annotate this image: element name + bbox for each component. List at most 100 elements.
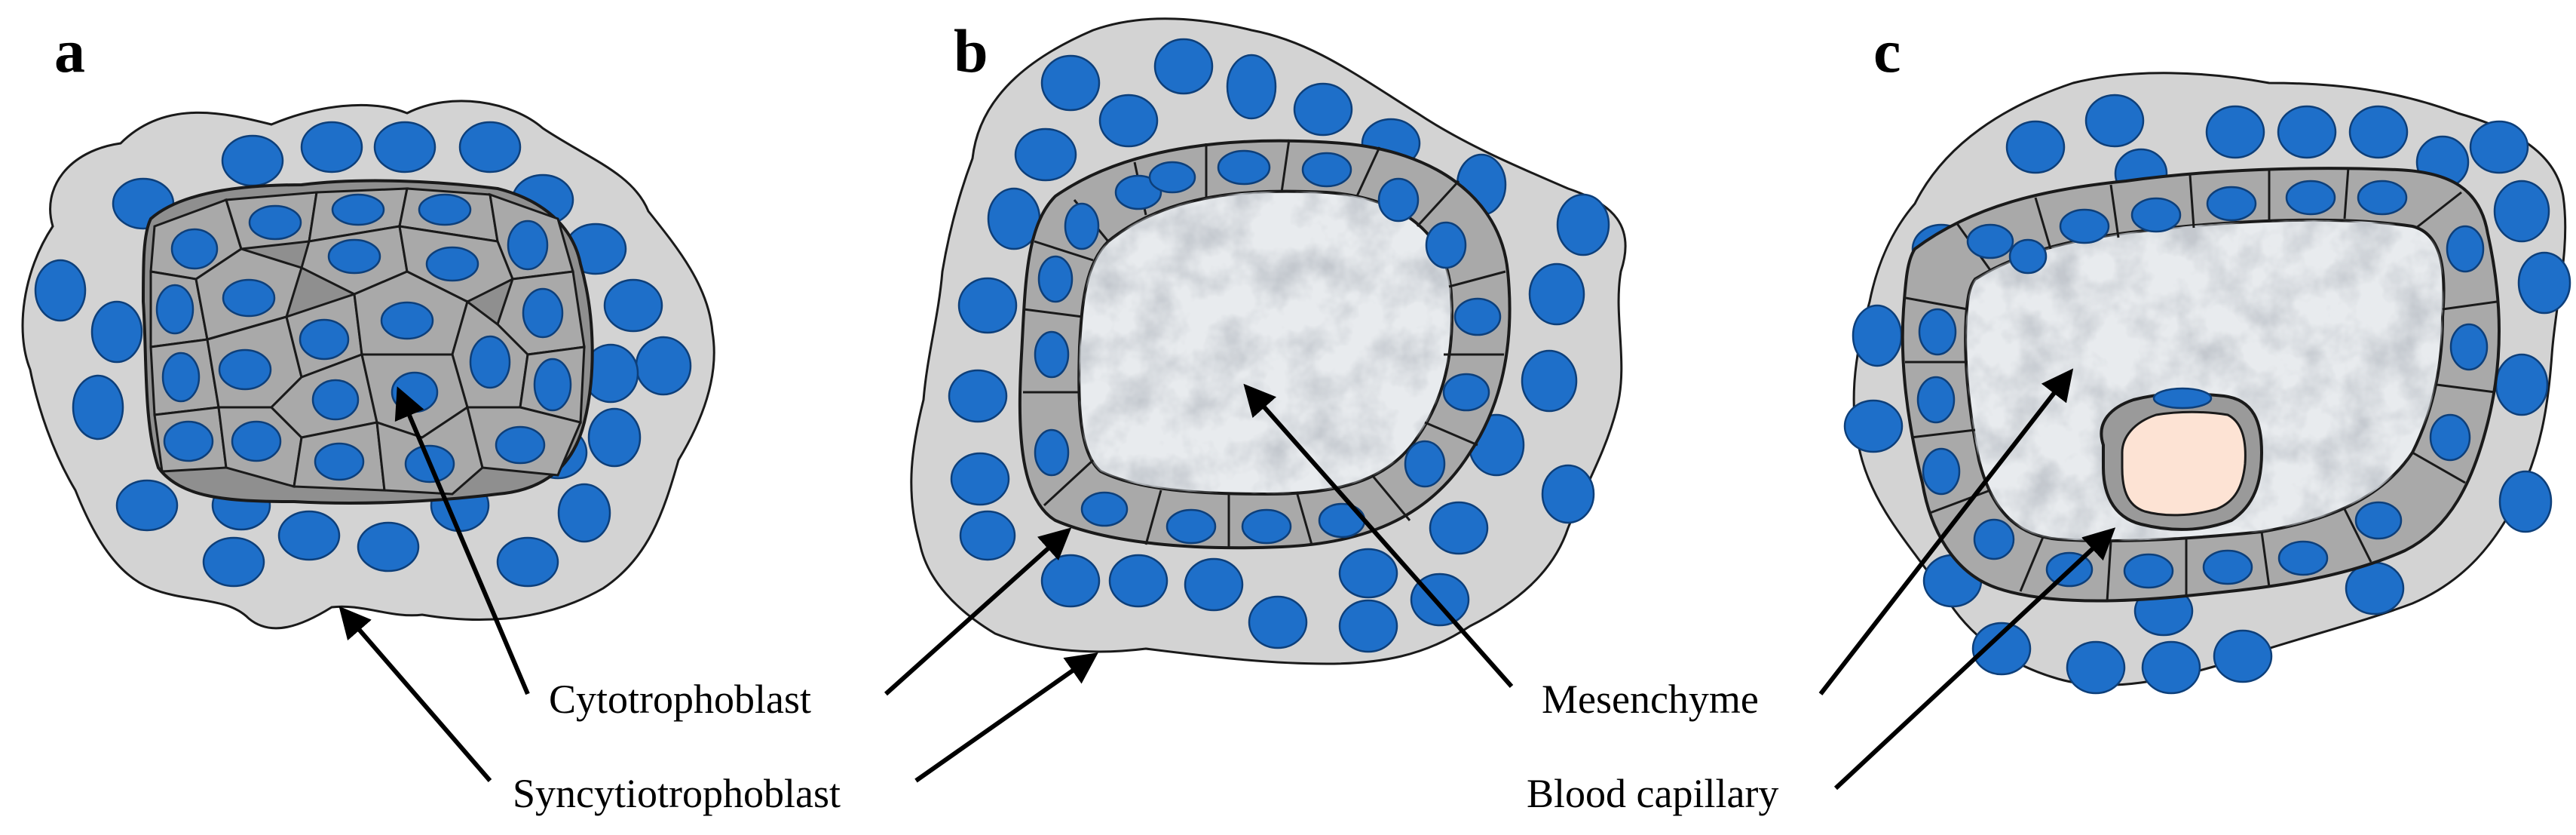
panel-a: a (21, 17, 715, 782)
nucleus (1918, 308, 1957, 356)
nucleus (587, 407, 642, 468)
arrow-blood-capillary-c (1833, 527, 2116, 790)
nucleus (495, 425, 546, 465)
nucleus (1226, 54, 1277, 120)
nucleus (1338, 599, 1398, 653)
nucleus (163, 420, 214, 462)
mesenchyme-texture-b (1079, 191, 1452, 494)
nucleus (950, 452, 1010, 506)
panel-b: b (884, 17, 1627, 783)
nucleus (222, 278, 276, 318)
nucleus (1080, 491, 1129, 527)
nucleus (1037, 255, 1074, 303)
nucleus (221, 134, 284, 187)
nucleus (1165, 508, 1217, 545)
nuclei-inner-a (155, 193, 572, 484)
nucleus (469, 335, 511, 389)
nucleus (2357, 180, 2408, 216)
nucleus (1153, 38, 1214, 95)
nucleus (2348, 105, 2409, 159)
cytotrophoblast-cell-borders-c (1905, 167, 2498, 603)
nucleus (635, 336, 692, 396)
nucleus (72, 374, 124, 441)
nucleus (1442, 373, 1490, 412)
nucleus (458, 121, 522, 173)
nucleus (1248, 595, 1308, 649)
nucleus (299, 318, 350, 361)
nucleus (2354, 501, 2403, 540)
nucleus (2152, 387, 2213, 410)
nucleus (231, 420, 282, 462)
nucleus (1971, 622, 2032, 676)
nucleus (1338, 548, 1398, 599)
label-syncytiotrophoblast: Syncytiotrophoblast (513, 771, 841, 816)
nucleus (1541, 464, 1595, 524)
nucleus (380, 301, 434, 340)
nucleus (34, 259, 87, 322)
nucleus (1098, 94, 1159, 148)
nucleus (161, 351, 201, 403)
nucleus (90, 300, 143, 364)
nucleus (1973, 518, 2015, 560)
nucleus (1916, 376, 1956, 424)
nucleus (533, 358, 572, 412)
blood-capillary-c (2100, 387, 2264, 531)
label-blood-capillary: Blood capillary (1527, 771, 1778, 816)
nucleus (202, 536, 265, 588)
arrow-cytotrophoblast-b (884, 527, 1072, 696)
nucleus (1108, 554, 1169, 608)
nucleus (959, 510, 1016, 561)
nucleus (1922, 447, 1961, 496)
nucleus (300, 121, 363, 173)
nucleus (2429, 413, 2471, 462)
nucleus (1528, 262, 1585, 326)
label-mesenchyme: Mesenchyme (1542, 677, 1759, 722)
nucleus (496, 536, 559, 588)
nucleus (218, 348, 272, 391)
nucleus (957, 277, 1018, 334)
nucleus (1966, 223, 2014, 259)
nucleus (1453, 297, 1502, 336)
nucleus (373, 121, 436, 173)
cytotrophoblast-cell-borders-b (1023, 139, 1506, 549)
nucleus (1241, 508, 1292, 545)
nucleus (1556, 193, 1610, 256)
nucleus (2066, 640, 2126, 695)
nuclei-outer-b (948, 38, 1610, 653)
nucleus (522, 287, 564, 339)
nucleus (1293, 82, 1353, 137)
nucleus (2345, 561, 2405, 616)
nuclei-inner-b (1034, 149, 1502, 545)
arrow-syncytiotrophoblast-b (914, 652, 1098, 783)
nucleus (603, 278, 663, 333)
nucleus (425, 246, 479, 282)
nucleus (2206, 186, 2257, 222)
nucleus (1852, 304, 1903, 367)
nucleus (1843, 399, 1904, 453)
panel-label-b: b (954, 17, 988, 85)
nucleus (1377, 177, 1420, 223)
nucleus (507, 219, 549, 271)
nucleus (2008, 238, 2048, 275)
nucleus (155, 284, 195, 335)
panel-label-a: a (54, 17, 85, 85)
panel-c: c (1818, 17, 2571, 790)
nucleus (2493, 180, 2550, 243)
nucleus (1014, 127, 1077, 182)
nucleus (311, 379, 360, 421)
nucleus (2277, 540, 2329, 576)
nucleus (115, 479, 179, 532)
nucleus (277, 510, 341, 561)
nucleus (391, 371, 439, 413)
nucleus (1040, 554, 1101, 608)
nucleus (1318, 502, 1366, 539)
nucleus (2205, 105, 2265, 159)
nucleus (418, 193, 472, 226)
arrow-mesenchyme-b (1243, 383, 1514, 688)
nucleus (1184, 557, 1244, 612)
nuclei-inner-c (1916, 180, 2489, 589)
nucleus (2449, 323, 2489, 371)
nucleus (2084, 94, 2145, 148)
nucleus (1521, 349, 1578, 413)
nucleus (2277, 105, 2337, 159)
